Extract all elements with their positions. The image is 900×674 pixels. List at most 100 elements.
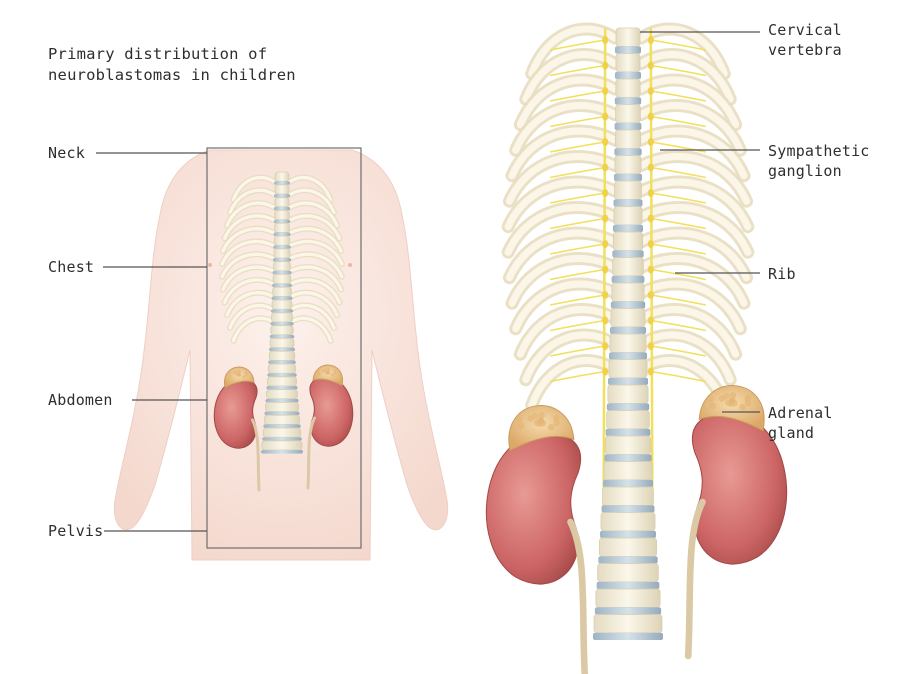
intervertebral-disc [598, 556, 658, 564]
vertebra [615, 104, 641, 124]
rib-highlight [637, 280, 744, 333]
nerve-branch [650, 64, 706, 77]
vertebra [272, 273, 292, 285]
nerve-branch [550, 268, 606, 281]
adrenal-texture [244, 371, 248, 375]
adrenal-texture [539, 420, 547, 427]
rib-highlight [505, 153, 619, 205]
adrenal-texture [707, 395, 714, 403]
rib-highlight [508, 255, 619, 307]
intervertebral-disc [273, 219, 291, 224]
ganglion [602, 87, 609, 95]
rib-highlight [225, 201, 276, 228]
vertebra [612, 257, 644, 277]
rib-highlight [231, 175, 276, 202]
label-cervical-line2: vertebra [768, 41, 842, 59]
ganglion [647, 291, 654, 299]
vertebra [262, 427, 302, 438]
label-sympathetic-line2: ganglion [768, 162, 842, 180]
vertebra [611, 282, 645, 302]
rib-highlight [288, 227, 343, 253]
vertebra [610, 308, 646, 328]
intervertebral-disc [273, 245, 291, 249]
right-skeleton [485, 22, 788, 674]
vertebra [265, 401, 299, 413]
vertebra [261, 440, 303, 451]
rib-highlight [512, 280, 619, 333]
intervertebral-disc [607, 377, 649, 385]
vertebra [273, 235, 291, 246]
adrenal-texture [331, 373, 335, 377]
label-adrenal-gland: Adrenal gland [768, 403, 833, 443]
nerve-branch [650, 370, 706, 383]
intervertebral-disc [267, 373, 297, 377]
intervertebral-disc [614, 148, 642, 156]
intervertebral-disc [609, 326, 647, 334]
ganglion [602, 138, 609, 146]
nerve-branch [650, 243, 706, 255]
rib-highlight [288, 175, 333, 202]
label-neck: Neck [48, 144, 85, 162]
nerve-branch [650, 217, 706, 230]
diagram-title: Primary distribution of neuroblastomas i… [48, 44, 296, 86]
rib-highlight [288, 291, 339, 317]
label-adrenal-line1: Adrenal [768, 404, 833, 422]
adrenal-texture [316, 369, 320, 373]
left-skeleton [213, 171, 354, 492]
vertebra [609, 333, 647, 353]
adrenal-texture [321, 369, 325, 373]
adrenal-texture [739, 403, 746, 411]
adrenal-texture [327, 371, 331, 375]
nerve-branch [650, 319, 706, 332]
ganglion [647, 163, 654, 172]
region-box [206, 147, 362, 549]
label-chest: Chest [48, 258, 95, 276]
nerve-branch [550, 217, 606, 230]
nerve-branch [650, 192, 706, 204]
ganglion [647, 61, 654, 70]
intervertebral-disc [609, 352, 647, 360]
vertebra [593, 614, 663, 634]
vertebra [268, 350, 296, 361]
nerve-branch [650, 345, 706, 357]
adrenal-texture [333, 369, 337, 373]
intervertebral-disc [269, 347, 295, 352]
vertebra [607, 384, 649, 404]
intervertebral-disc [273, 206, 291, 211]
intervertebral-disc [271, 296, 293, 300]
adrenal-texture [547, 423, 555, 431]
intervertebral-disc [273, 194, 291, 198]
rib-highlight [637, 255, 748, 307]
ganglion [602, 265, 609, 274]
adrenal-texture [238, 373, 242, 377]
ganglion [647, 138, 654, 146]
adrenal-texture [553, 419, 560, 427]
ganglion [647, 342, 654, 350]
vertebra [274, 184, 290, 195]
label-pelvis: Pelvis [48, 522, 104, 540]
vertebra [274, 222, 290, 233]
ganglion [647, 316, 654, 325]
rib-highlight [288, 252, 344, 279]
rib-highlight [288, 303, 336, 330]
intervertebral-disc [593, 632, 663, 640]
nerve-branch [550, 294, 606, 306]
intervertebral-disc [270, 322, 294, 326]
vertebra [273, 261, 291, 272]
ganglion [647, 214, 654, 223]
title-line-1: Primary distribution of [48, 45, 268, 63]
vertebra [602, 486, 654, 506]
intervertebral-disc [612, 224, 644, 232]
vertebra [604, 435, 652, 455]
rib-highlight [228, 188, 276, 215]
rib-highlight [508, 127, 619, 180]
vertebra [615, 53, 641, 73]
nerve-branch [550, 166, 606, 179]
adrenal-texture [527, 415, 535, 422]
vertebra [603, 461, 653, 481]
label-cervical-line1: Cervical [768, 21, 842, 39]
vertebra [615, 27, 641, 47]
adrenal-texture [538, 412, 545, 419]
adrenal-texture [242, 375, 246, 379]
